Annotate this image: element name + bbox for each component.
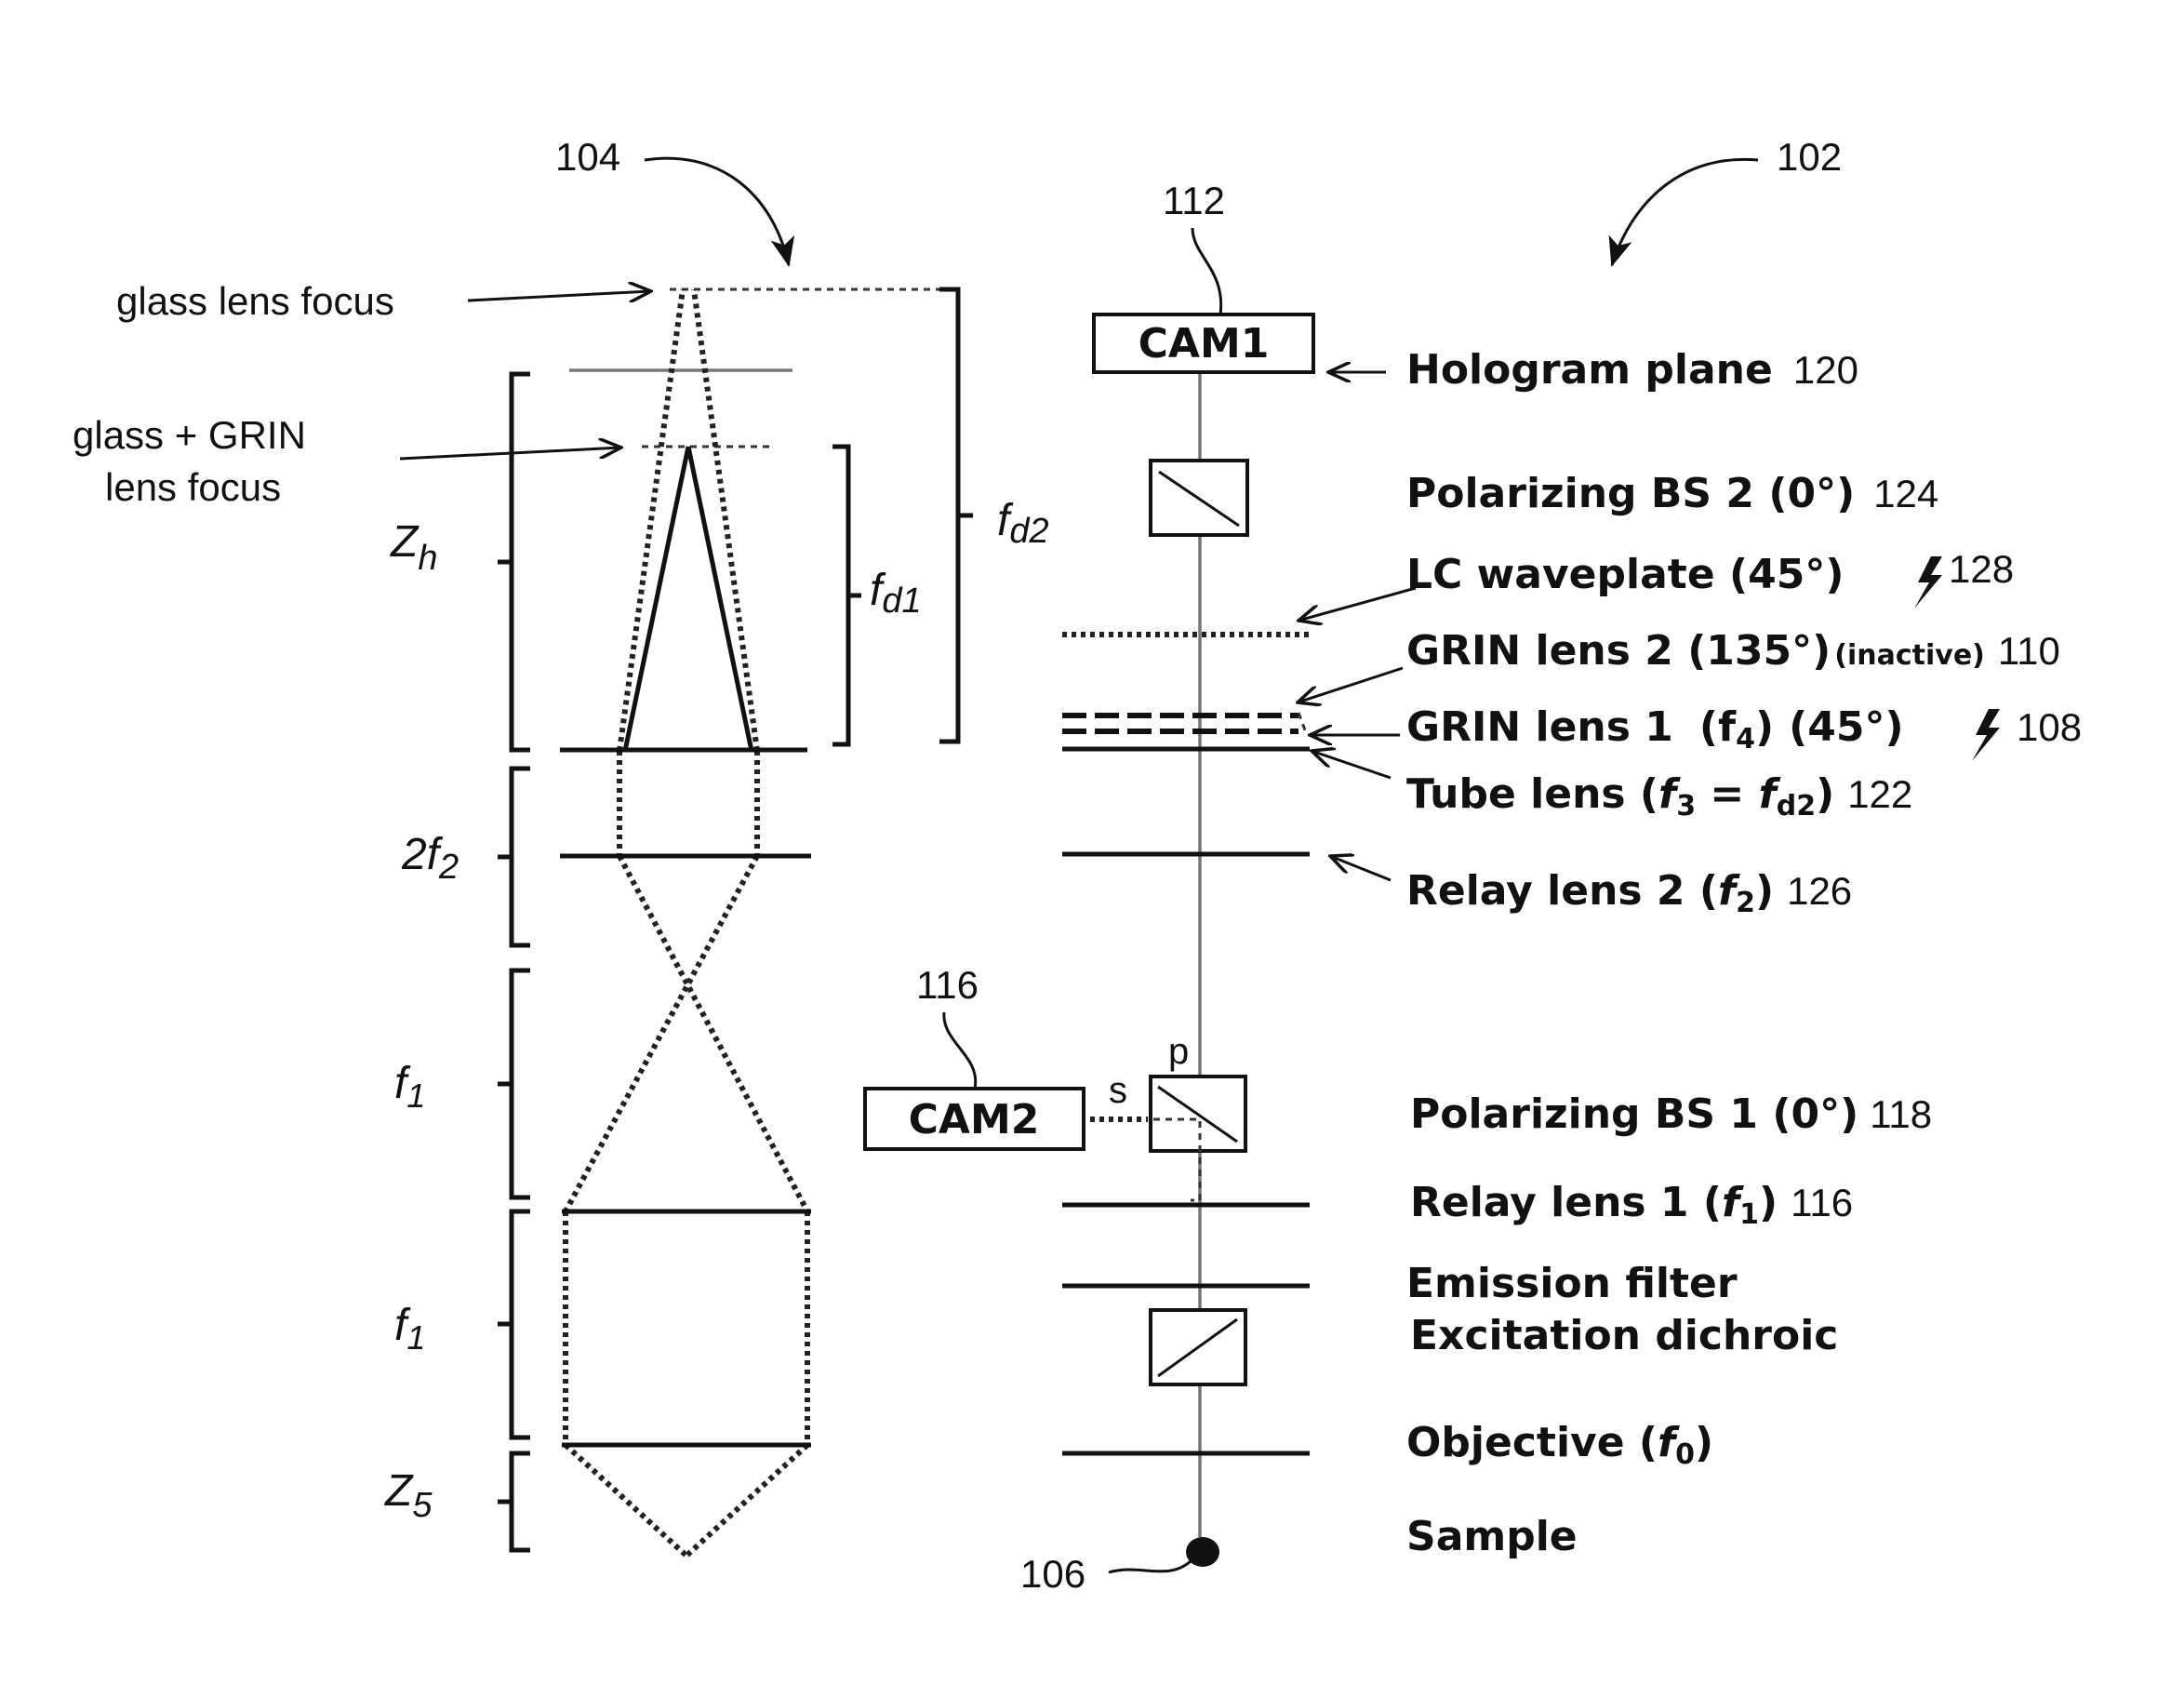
lc-waveplate-arrow (1298, 588, 1416, 621)
bracket-z5 (498, 1453, 530, 1550)
dotted-cross-a (619, 856, 807, 1211)
ref-106-label: 106 (1020, 1552, 1085, 1596)
ray-diagram: 104 glass len (73, 135, 1049, 1556)
label-excitation-dichroic: Excitation dichroic (1410, 1312, 1838, 1359)
tube-lens-arrow (1312, 751, 1391, 778)
dotted-sample-right (686, 1445, 807, 1556)
bracket-2f2 (498, 769, 530, 945)
label-sample: Sample (1406, 1513, 1578, 1560)
dim-z5-label: Z5 (384, 1466, 433, 1525)
component-labels: Hologram plane120 Polarizing BS 2 (0°)12… (1406, 346, 2082, 1560)
ref-116-leader (944, 1012, 976, 1089)
grin-lens2-arrow (1298, 668, 1403, 702)
ref-106-leader (1109, 1561, 1191, 1572)
glass-lens-focus-arrow (468, 291, 651, 301)
dotted-cross-b (566, 856, 757, 1211)
ref-112-label: 112 (1163, 179, 1225, 222)
label-objective: Objective (f0) (1406, 1419, 1713, 1471)
ref-104-label: 104 (555, 135, 620, 179)
label-lc-waveplate: LC waveplate (45°) (1406, 551, 1844, 598)
label-polarizing-bs1: Polarizing BS 1 (0°)118 (1410, 1090, 1932, 1138)
bracket-fd1 (832, 447, 861, 744)
relay-lens2-arrow (1330, 856, 1391, 880)
dim-fd1-label: fd1 (870, 566, 922, 621)
label-relay-lens2: Relay lens 2 (f2)126 (1406, 867, 1852, 919)
dim-f1a-label: f1 (394, 1059, 425, 1115)
bracket-f1a (498, 970, 530, 1197)
label-grin-lens2: GRIN lens 2 (135°)(inactive)110 (1406, 627, 2060, 675)
bracket-fd2 (939, 289, 973, 742)
grin-lens-focus-label-line2: lens focus (105, 465, 281, 509)
beam-s-label: s (1109, 1070, 1127, 1111)
bracket-zh (498, 374, 530, 750)
label-emission-filter: Emission filter (1406, 1260, 1738, 1307)
grin-lens-focus-label-line1: glass + GRIN (73, 413, 306, 457)
dim-f1b-label: f1 (394, 1301, 425, 1357)
dim-fd2-label: fd2 (997, 496, 1049, 551)
ref-102-arrow (1612, 159, 1758, 265)
dotted-sample-left (566, 1445, 686, 1556)
dim-2f2-label: 2f2 (401, 830, 459, 887)
cam2-label: CAM2 (909, 1096, 1040, 1143)
grin-dotted-end (1298, 713, 1307, 735)
dim-zh-label: Zh (390, 517, 437, 578)
ref-116-cam2-label: 116 (916, 963, 979, 1007)
beam-p-label: p (1168, 1031, 1189, 1072)
label-tube-lens: Tube lens (f3 = fd2)122 (1406, 770, 1912, 822)
bracket-f1b (498, 1211, 530, 1438)
lightning-icon (1972, 709, 2000, 761)
label-relay-lens1: Relay lens 1 (f1)116 (1410, 1179, 1853, 1231)
cam1-label: CAM1 (1139, 320, 1270, 368)
label-polarizing-bs2: Polarizing BS 2 (0°)124 (1406, 470, 1938, 517)
ref-102-label: 102 (1777, 135, 1842, 179)
glass-lens-focus-label: glass lens focus (116, 279, 394, 323)
ref-112-leader (1192, 228, 1221, 314)
label-grin-lens1-ref: 108 (2017, 705, 2082, 749)
ref-104-arrow (645, 158, 789, 265)
lightning-icon (1914, 556, 1942, 608)
label-lc-waveplate-ref: 128 (1949, 547, 2014, 591)
component-stack: 102 112 CAM1 116 CAM2 s p (865, 135, 2082, 1596)
label-hologram-plane: Hologram plane120 (1406, 346, 1858, 394)
label-grin-lens1: GRIN lens 1(f4)(45°) (1406, 703, 1904, 756)
